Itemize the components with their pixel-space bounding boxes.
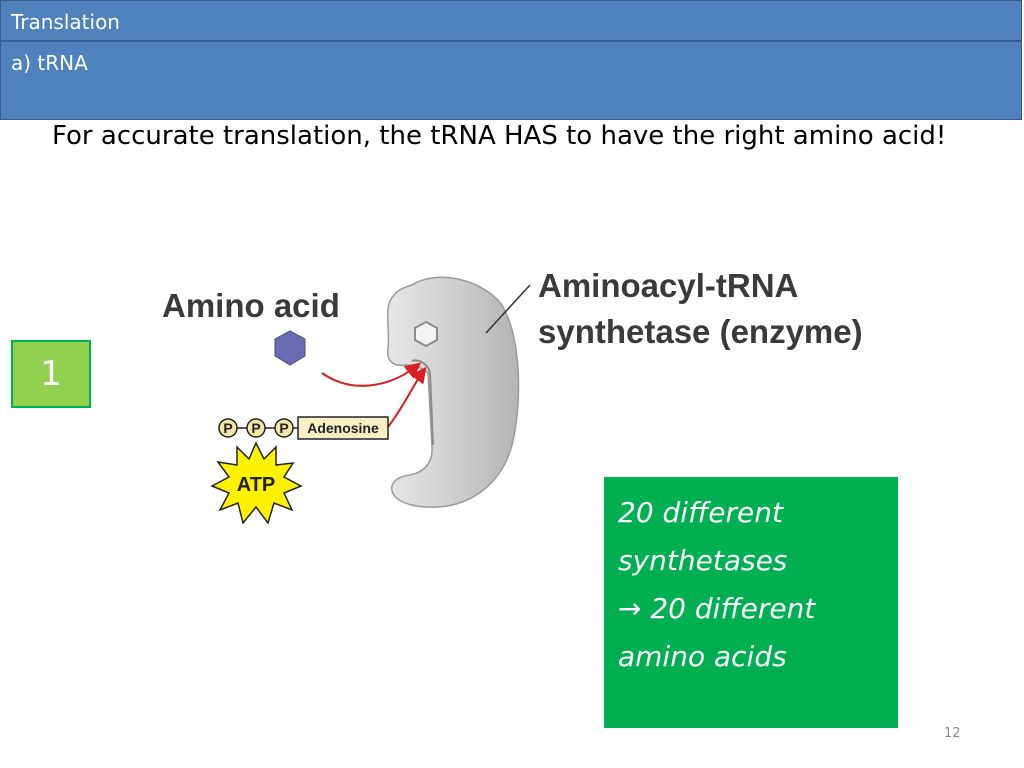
slide-subtitle: a) tRNA bbox=[11, 51, 88, 75]
adenosine-box bbox=[297, 416, 389, 440]
note-line-3: → 20 different bbox=[618, 592, 816, 625]
page-number: 12 bbox=[944, 726, 961, 741]
phosphate-label-3: P bbox=[279, 420, 288, 436]
note-line-1: 20 different bbox=[618, 496, 783, 529]
phosphate-label-2: P bbox=[251, 420, 260, 436]
adenosine-label: Adenosine bbox=[307, 420, 379, 436]
enzyme-leader-line bbox=[485, 284, 531, 334]
atp-label: ATP bbox=[237, 474, 276, 496]
note-line-2: synthetases bbox=[618, 544, 788, 577]
synthetase-diagram: Amino acid Aminoacyl-tRNA synthetase (en… bbox=[162, 267, 863, 525]
synthetase-note: 20 different synthetases → 20 different … bbox=[604, 477, 898, 728]
slide-title: Translation bbox=[11, 10, 120, 34]
phosphate-label-1: P bbox=[223, 420, 232, 436]
subtitle-bar: a) tRNA bbox=[0, 41, 1022, 120]
atp-arrow bbox=[387, 366, 427, 428]
enzyme-shape bbox=[386, 276, 520, 508]
statement-text: For accurate translation, the tRNA HAS t… bbox=[52, 121, 947, 151]
amino-acid-label: Amino acid bbox=[162, 287, 340, 324]
amino-acid-hexagon bbox=[274, 330, 306, 366]
enzyme-label-line2: synthetase (enzyme) bbox=[538, 313, 863, 350]
note-line-4: amino acids bbox=[618, 640, 787, 673]
enzyme-label-line1: Aminoacyl-tRNA bbox=[538, 267, 798, 304]
bound-amino-acid-outline bbox=[414, 320, 438, 348]
atp-starburst bbox=[210, 441, 303, 525]
active-site-pocket bbox=[411, 359, 434, 446]
phosphate-group: P P P bbox=[218, 418, 300, 438]
title-bar: Translation bbox=[0, 0, 1022, 41]
step-badge: 1 bbox=[11, 340, 91, 408]
amino-acid-arrow bbox=[321, 362, 422, 387]
